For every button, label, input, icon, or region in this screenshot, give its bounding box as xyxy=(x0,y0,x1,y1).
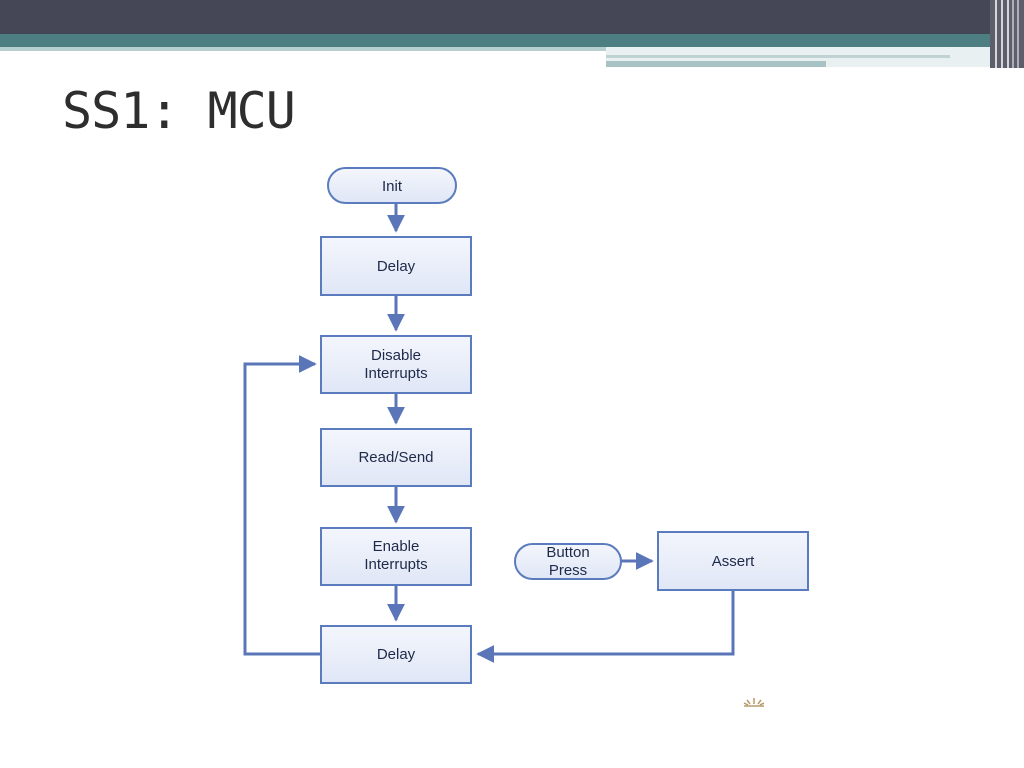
node-read-send: Read/Send xyxy=(320,428,472,487)
header-teal-band xyxy=(0,34,1024,47)
arrow-loop-back xyxy=(243,355,321,656)
decorative-sparkle-icon xyxy=(743,698,765,707)
node-label: Button xyxy=(546,544,589,561)
header-edge-lines xyxy=(990,0,1024,68)
node-label: Read/Send xyxy=(358,449,433,466)
header-accent-line xyxy=(606,55,950,58)
node-label: Assert xyxy=(712,553,755,570)
header-accent-line xyxy=(606,61,826,67)
header-light-strip xyxy=(0,47,606,51)
node-label: Disable xyxy=(371,347,421,364)
node-assert: Assert xyxy=(657,531,809,591)
header-dark-bar xyxy=(0,0,1024,34)
flow-connectors xyxy=(243,204,735,663)
node-enable-interrupts: Enable Interrupts xyxy=(320,527,472,586)
node-label: Delay xyxy=(377,646,416,663)
node-button-press: Button Press xyxy=(514,543,622,580)
node-delay-bottom: Delay xyxy=(320,625,472,684)
node-label: Interrupts xyxy=(364,556,427,573)
node-delay-top: Delay xyxy=(320,236,472,296)
node-label: Init xyxy=(382,178,403,195)
node-label: Press xyxy=(549,562,587,579)
arrow-assert-to-delay xyxy=(476,591,735,663)
node-label: Enable xyxy=(373,538,420,555)
slide-title: SS1: MCU xyxy=(62,82,296,140)
node-label: Delay xyxy=(377,258,416,275)
node-disable-interrupts: Disable Interrupts xyxy=(320,335,472,394)
node-init: Init xyxy=(327,167,457,204)
node-label: Interrupts xyxy=(364,365,427,382)
